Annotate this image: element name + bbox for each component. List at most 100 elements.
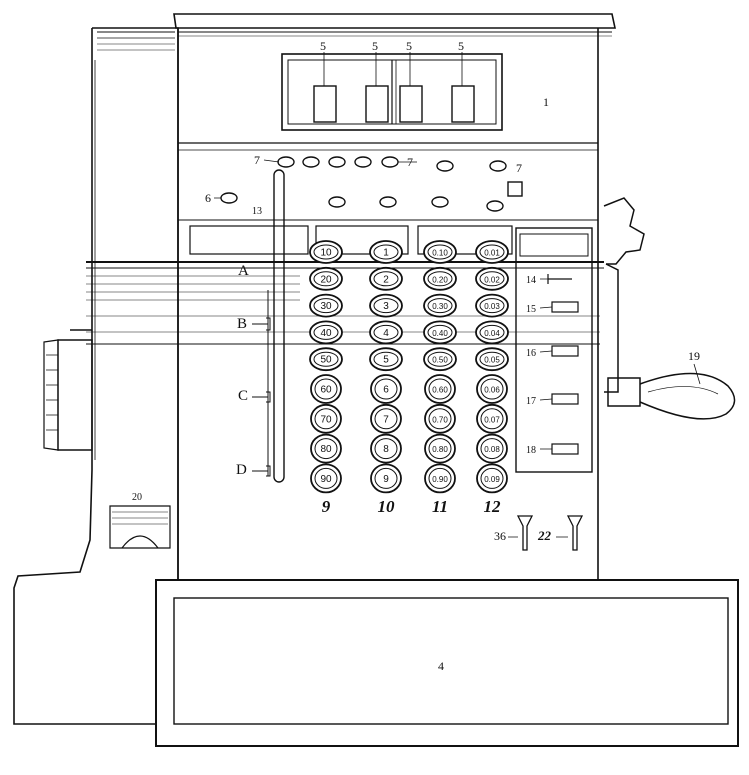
key-3-5[interactable]: 0.06 <box>476 374 508 404</box>
key-face <box>373 298 399 314</box>
callout-18: 18 <box>526 445 536 456</box>
callout-16: 16 <box>526 348 536 359</box>
key-face <box>313 351 339 367</box>
key-face <box>373 324 399 340</box>
key-2-3[interactable]: 0.40 <box>423 320 457 345</box>
side-levers <box>547 274 579 455</box>
key-label: 0.20 <box>432 275 448 284</box>
key-face <box>479 298 505 314</box>
key-label: 0.30 <box>432 302 448 311</box>
stops <box>516 515 584 551</box>
key-0-2[interactable]: 30 <box>309 293 343 318</box>
key-face <box>314 467 338 489</box>
key-face <box>428 378 452 400</box>
key-label: 0.01 <box>484 249 500 258</box>
key-1-5[interactable]: 6 <box>370 374 402 404</box>
key-1-8[interactable]: 9 <box>370 463 402 494</box>
key-1-3[interactable]: 4 <box>369 320 403 345</box>
callout-5b: 5 <box>372 39 378 53</box>
key-face <box>427 244 453 260</box>
key-label: 0.60 <box>432 386 448 395</box>
callout-22: 22 <box>537 528 552 543</box>
key-2-5[interactable]: 0.60 <box>424 374 456 404</box>
leader-lines <box>214 52 701 538</box>
key-0-5[interactable]: 60 <box>310 374 342 404</box>
key-1-1[interactable]: 2 <box>369 266 403 291</box>
key-3-8[interactable]: 0.09 <box>476 463 508 494</box>
key-face <box>373 244 399 260</box>
key-label: 0.70 <box>432 415 448 424</box>
key-2-0[interactable]: 0.10 <box>423 240 457 264</box>
key-0-7[interactable]: 80 <box>310 433 342 464</box>
key-0-4[interactable]: 50 <box>309 347 343 372</box>
key-face <box>374 408 398 430</box>
key-3-2[interactable]: 0.03 <box>475 293 509 318</box>
key-0-8[interactable]: 90 <box>310 463 342 494</box>
key-face <box>428 467 452 489</box>
key-3-3[interactable]: 0.04 <box>475 320 509 345</box>
key-3-6[interactable]: 0.07 <box>476 403 508 434</box>
key-3-1[interactable]: 0.02 <box>475 266 509 291</box>
letter-a: A <box>238 263 249 279</box>
key-label: 4 <box>383 328 389 339</box>
key-label: 8 <box>383 444 389 455</box>
key-face <box>479 324 505 340</box>
key-3-7[interactable]: 0.08 <box>476 433 508 464</box>
key-2-8[interactable]: 0.90 <box>424 463 456 494</box>
crank-handle <box>603 197 736 420</box>
key-label: 7 <box>383 414 389 425</box>
key-label: 70 <box>320 414 332 425</box>
key-face <box>428 408 452 430</box>
key-face <box>479 244 505 260</box>
callout-19: 19 <box>688 349 700 363</box>
callout-labels: 1 4 5 5 5 5 6 7 7 7 13 14 15 16 17 18 19… <box>132 39 700 673</box>
key-face <box>480 438 504 460</box>
key-2-7[interactable]: 0.80 <box>424 433 456 464</box>
key-label: 50 <box>320 355 332 366</box>
key-1-4[interactable]: 5 <box>369 347 403 372</box>
key-2-6[interactable]: 0.70 <box>424 403 456 434</box>
key-face <box>373 271 399 287</box>
key-2-2[interactable]: 0.30 <box>423 293 457 318</box>
key-label: 80 <box>320 444 332 455</box>
key-0-6[interactable]: 70 <box>310 403 342 434</box>
key-0-0[interactable]: 10 <box>309 240 343 264</box>
key-1-6[interactable]: 7 <box>370 403 402 434</box>
key-2-1[interactable]: 0.20 <box>423 266 457 291</box>
key-face <box>314 438 338 460</box>
key-label: 90 <box>320 474 332 485</box>
key-label: 6 <box>383 385 389 396</box>
key-2-4[interactable]: 0.50 <box>423 347 457 372</box>
key-0-3[interactable]: 40 <box>309 320 343 345</box>
callout-36: 36 <box>494 529 506 543</box>
callout-20: 20 <box>132 492 142 503</box>
key-face <box>314 378 338 400</box>
key-1-7[interactable]: 8 <box>370 433 402 464</box>
letter-d: D <box>236 462 247 478</box>
column-label-12: 12 <box>484 497 502 516</box>
key-label: 0.08 <box>484 445 500 454</box>
key-face <box>428 438 452 460</box>
key-face <box>374 378 398 400</box>
key-0-1[interactable]: 20 <box>309 266 343 291</box>
letter-c: C <box>238 388 248 404</box>
key-label: 30 <box>320 301 332 312</box>
top-cap <box>173 13 616 37</box>
key-face <box>480 408 504 430</box>
key-label: 0.40 <box>432 329 448 338</box>
column-label-11: 11 <box>432 497 448 516</box>
key-label: 0.06 <box>484 386 500 395</box>
key-1-2[interactable]: 3 <box>369 293 403 318</box>
key-3-0[interactable]: 0.01 <box>475 240 509 264</box>
key-1-0[interactable]: 1 <box>369 240 403 264</box>
key-label: 0.04 <box>484 329 500 338</box>
key-face <box>480 467 504 489</box>
key-3-4[interactable]: 0.05 <box>475 347 509 372</box>
key-face <box>313 271 339 287</box>
key-face <box>374 438 398 460</box>
key-face <box>480 378 504 400</box>
